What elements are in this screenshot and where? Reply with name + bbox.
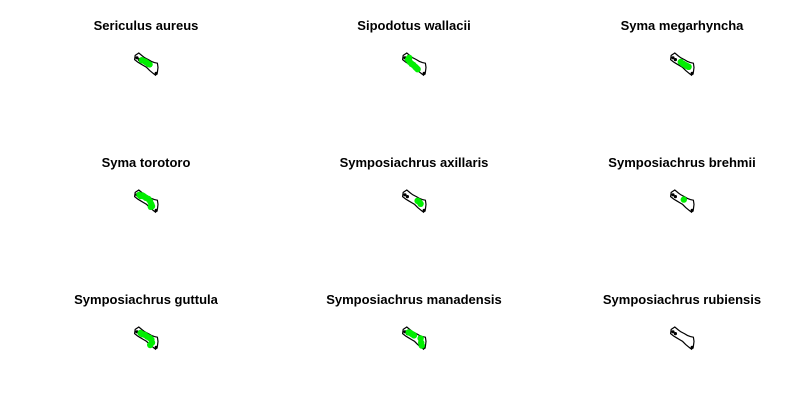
islet-mark: [671, 56, 675, 60]
islet-mark: [135, 56, 139, 60]
panel-title: Syma torotoro: [101, 155, 191, 170]
island-outline: [669, 326, 695, 351]
island-outline: [401, 189, 427, 214]
islet-mark: [690, 345, 694, 349]
map-plot: [133, 326, 159, 351]
occurrence-point: [414, 66, 421, 73]
islet-mark: [403, 193, 407, 197]
islet-mark: [673, 332, 677, 336]
occurrence-point: [417, 200, 424, 207]
panel-title: Symposiachrus brehmii: [608, 155, 756, 170]
panel-symposiachrus-manadensis: Symposiachrus manadensis: [280, 274, 548, 411]
islet-mark: [673, 58, 677, 62]
map-plot: [401, 52, 427, 77]
islet-mark: [405, 195, 409, 199]
panel-title: Symposiachrus guttula: [74, 292, 218, 307]
occurrence-point: [146, 61, 153, 68]
map-plot: [669, 52, 695, 77]
panel-title: Symposiachrus axillaris: [339, 155, 489, 170]
panel-title: Sipodotus wallacii: [357, 18, 471, 33]
islet-mark: [673, 195, 677, 199]
islet-mark: [690, 71, 694, 75]
panel-symposiachrus-brehmii: Symposiachrus brehmii: [548, 137, 804, 274]
occurrence-point: [147, 341, 154, 349]
occurrence-point: [406, 54, 413, 61]
panel-title: Sericulus aureus: [93, 18, 199, 33]
map-plot: [133, 189, 159, 214]
occurrence-point: [148, 203, 156, 210]
islet-mark: [671, 193, 675, 197]
islet-mark: [154, 71, 158, 75]
panel-symposiachrus-rubiensis: Symposiachrus rubiensis: [548, 274, 804, 411]
map-plot: [669, 189, 695, 214]
panel-syma-megarhyncha: Syma megarhyncha: [548, 0, 804, 137]
island-outline: [669, 52, 695, 77]
islet-mark: [422, 71, 426, 75]
panel-sipodotus-wallacii: Sipodotus wallacii: [280, 0, 548, 137]
map-plot: [401, 326, 427, 351]
occurrence-point: [680, 196, 687, 203]
islet-mark: [154, 345, 158, 349]
panel-title: Symposiachrus rubiensis: [602, 292, 762, 307]
panel-title: Syma megarhyncha: [620, 18, 744, 33]
map-plot: [133, 52, 159, 77]
map-plot: [669, 326, 695, 351]
panel-title: Symposiachrus manadensis: [326, 292, 502, 307]
islet-mark: [671, 330, 675, 334]
island-outline: [669, 189, 695, 214]
islet-mark: [690, 208, 694, 212]
islet-mark: [154, 208, 158, 212]
occurrence-point: [685, 63, 692, 70]
panel-symposiachrus-axillaris: Symposiachrus axillaris: [280, 137, 548, 274]
map-plot: [401, 189, 427, 214]
occurrence-point: [410, 332, 418, 339]
occurrence-point: [418, 342, 425, 349]
panel-sericulus-aureus: Sericulus aureus: [12, 0, 280, 137]
island-outline: [133, 52, 159, 77]
panel-symposiachrus-guttula: Symposiachrus guttula: [12, 274, 280, 411]
panel-syma-torotoro: Syma torotoro: [12, 137, 280, 274]
islet-mark: [422, 208, 426, 212]
